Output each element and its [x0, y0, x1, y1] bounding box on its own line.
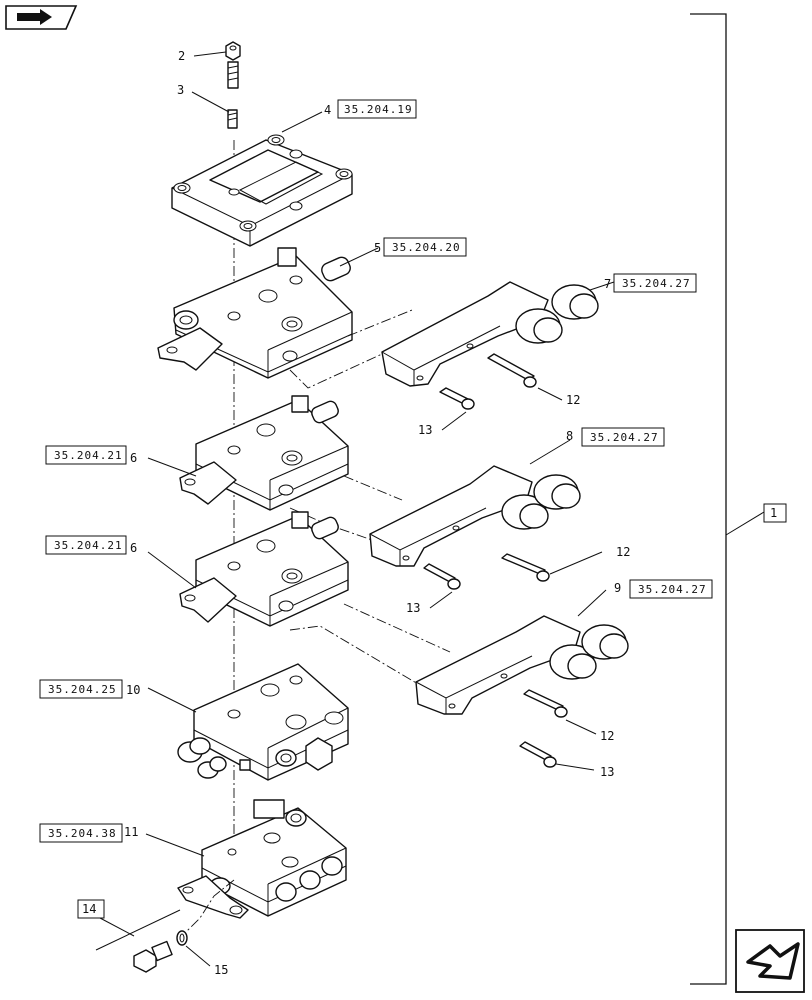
ref-35-204-19: 35.204.19 — [344, 103, 413, 116]
callout-12-b: 12 — [616, 545, 630, 559]
callout-2: 2 — [178, 49, 185, 63]
manifold-elbow-part-9: 9 35.204.27 — [415, 579, 713, 715]
ref-35-204-27-b: 35.204.27 — [590, 431, 659, 444]
valve-section-part-6-lower: 6 35.204.21 — [45, 511, 349, 627]
callout-8: 8 — [566, 429, 573, 443]
bolts-part-7: 12 13 — [418, 353, 580, 437]
callout-12-c: 12 — [600, 729, 614, 743]
ref-35-204-27-c: 35.204.27 — [638, 583, 707, 596]
callout-13-a: 13 — [418, 423, 432, 437]
ref-35-204-20: 35.204.20 — [392, 241, 461, 254]
callout-6-a: 6 — [130, 451, 137, 465]
cover-plate-part-4: 4 35.204.19 — [171, 99, 417, 247]
bolts-part-8: 12 13 — [406, 545, 630, 615]
callout-11: 11 — [124, 825, 138, 839]
ref-35-204-25: 35.204.25 — [48, 683, 117, 696]
callout-13-b: 13 — [406, 601, 420, 615]
callout-10: 10 — [126, 683, 140, 697]
ref-35-204-21-b: 35.204.21 — [54, 539, 123, 552]
ref-35-204-21-a: 35.204.21 — [54, 449, 123, 462]
valve-section-part-5: 5 35.204.20 — [157, 237, 467, 379]
assembly-bracket: 1 — [690, 13, 787, 985]
manifold-elbow-part-8: 8 35.204.27 — [369, 427, 665, 567]
callout-6-b: 6 — [130, 541, 137, 555]
callout-14: 14 — [82, 902, 96, 916]
ref-35-204-38: 35.204.38 — [48, 827, 117, 840]
ref-35-204-27-a: 35.204.27 — [622, 277, 691, 290]
bolts-part-9: 12 13 — [519, 689, 614, 779]
callout-9: 9 — [614, 581, 621, 595]
valve-section-part-10: 10 35.204.25 — [39, 663, 349, 781]
callout-4: 4 — [324, 103, 331, 117]
nut-part-2: 2 — [178, 41, 241, 89]
callout-5: 5 — [374, 241, 381, 255]
book-arrow-icon[interactable] — [5, 5, 78, 30]
callout-15: 15 — [214, 963, 228, 977]
callout-13-c: 13 — [600, 765, 614, 779]
callout-3: 3 — [177, 83, 184, 97]
stud-part-3: 3 — [177, 83, 238, 129]
fitting-part-14: 14 15 — [77, 899, 228, 977]
manifold-elbow-part-7: 7 35.204.27 — [381, 273, 697, 387]
next-page-arrow-icon[interactable] — [735, 929, 805, 993]
callout-1: 1 — [770, 506, 777, 520]
valve-section-part-6-upper: 6 35.204.21 — [45, 395, 349, 511]
callout-7: 7 — [604, 277, 611, 291]
callout-12-a: 12 — [566, 393, 580, 407]
